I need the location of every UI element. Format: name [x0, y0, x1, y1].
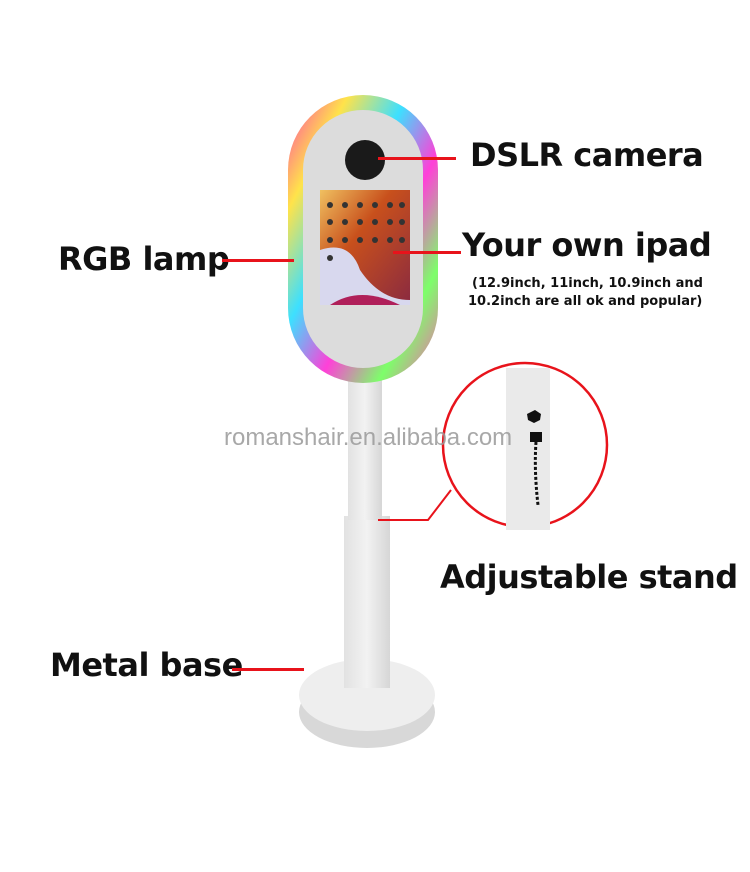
camera-lens [345, 140, 385, 180]
metal-base-label: Metal base [50, 646, 243, 684]
rgb-lamp-line [222, 259, 294, 262]
dslr-camera-label: DSLR camera [470, 136, 704, 174]
dslr-camera-line [378, 157, 456, 160]
ipad-note-line1: (12.9inch, 11inch, 10.9inch and [472, 276, 703, 291]
ipad-note-line2: 10.2inch are all ok and popular) [468, 294, 703, 309]
adjustable-stand-label: Adjustable stand [440, 558, 738, 596]
upper-pole [348, 360, 382, 520]
metal-base-line [232, 668, 304, 671]
watermark: romanshair.en.alibaba.com [224, 424, 513, 451]
rgb-lamp-label: RGB lamp [58, 240, 230, 278]
metal-base-shape [299, 659, 435, 748]
lower-pole [344, 516, 390, 688]
ipad-label: Your own ipad [462, 226, 712, 264]
ipad-line [393, 251, 461, 254]
